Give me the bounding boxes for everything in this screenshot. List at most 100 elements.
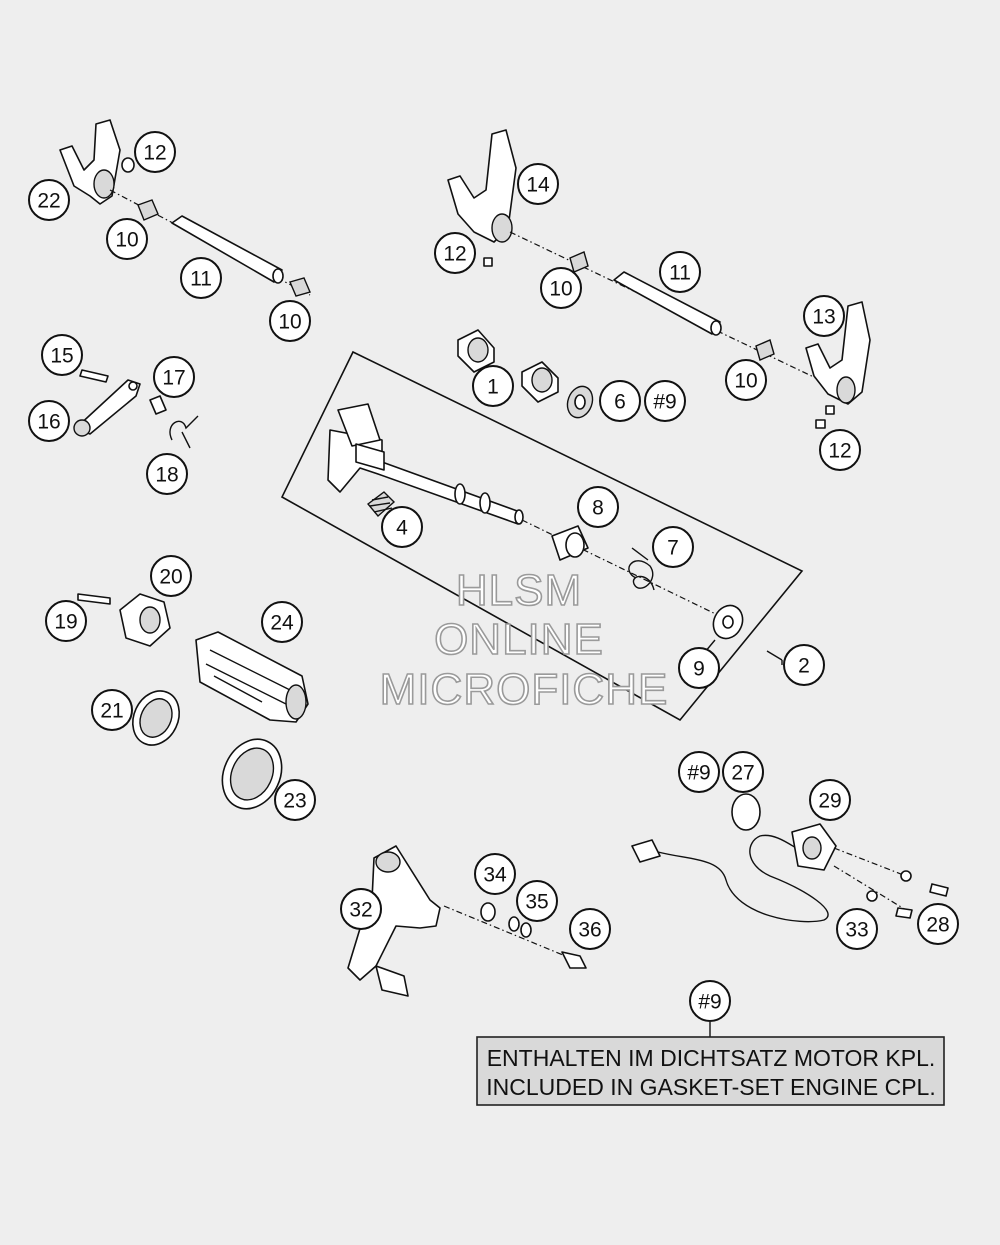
locking-lever-part (73, 379, 141, 437)
part-callout: 2 (783, 644, 825, 686)
callout-circle (474, 853, 516, 895)
spring-part (289, 277, 311, 297)
return-spring-part (628, 547, 655, 591)
part-callout: 35 (516, 880, 558, 922)
callout-circle (652, 526, 694, 568)
callout-number: 12 (143, 142, 166, 165)
callout-number: 35 (525, 891, 548, 914)
gasket-set-note: ENTHALTEN IM DICHTSATZ MOTOR KPL. INCLUD… (476, 1036, 945, 1106)
fork-rod-part (171, 215, 283, 283)
part-callout: 10 (106, 218, 148, 260)
callout-number: 28 (926, 914, 949, 937)
part-callout: 36 (569, 908, 611, 950)
part-callout: 32 (340, 888, 382, 930)
bushing-part (149, 395, 167, 415)
callout-circle (153, 356, 195, 398)
washer-part (508, 916, 520, 932)
callout-number: 19 (54, 611, 77, 634)
callout-number: 11 (669, 262, 691, 285)
callout-number: 32 (349, 899, 372, 922)
callout-circle (472, 365, 514, 407)
part-callout: 20 (150, 555, 192, 597)
callout-circle (516, 880, 558, 922)
part-callout: 18 (146, 453, 188, 495)
washer-part (520, 922, 532, 938)
callout-number: 6 (614, 391, 626, 414)
callout-circle (678, 751, 720, 793)
shift-fork-part (447, 129, 517, 243)
note-line-english: INCLUDED IN GASKET-SET ENGINE CPL. (486, 1074, 935, 1100)
part-callout: 27 (722, 751, 764, 793)
watermark-line: MICROFICHE (380, 665, 669, 714)
callout-circle (180, 257, 222, 299)
pin-part (825, 405, 835, 415)
part-callout: 28 (917, 903, 959, 945)
callout-circle (836, 908, 878, 950)
part-callout: #9 (644, 380, 686, 422)
callout-circle (28, 179, 70, 221)
callout-number: 36 (578, 919, 601, 942)
part-callout: 15 (41, 334, 83, 376)
callout-number: 15 (50, 345, 73, 368)
assembly-frame (280, 350, 804, 722)
part-callout: 34 (474, 853, 516, 895)
callout-circle (569, 908, 611, 950)
callout-number: 4 (396, 517, 408, 540)
washer-part (900, 870, 912, 882)
shift-drum-locating-part (119, 593, 171, 647)
note-line-german: ENTHALTEN IM DICHTSATZ MOTOR KPL. (487, 1045, 936, 1071)
callout-circle (41, 334, 83, 376)
callout-number: 13 (812, 306, 835, 329)
callout-circle (45, 600, 87, 642)
bolt-part (77, 593, 111, 605)
part-callout: 19 (45, 600, 87, 642)
callout-number: 18 (155, 464, 178, 487)
callout-circle (434, 232, 476, 274)
part-callout: 33 (836, 908, 878, 950)
callout-number: #9 (698, 991, 721, 1014)
callout-number: 12 (443, 243, 466, 266)
callout-number: 14 (526, 174, 550, 197)
shift-fork-part (59, 119, 121, 205)
callout-circle (819, 429, 861, 471)
washer-part (866, 890, 878, 902)
watermark: HLSM ONLINE MICROFICHE (379, 565, 669, 715)
callout-circle (146, 453, 188, 495)
fork-rod-part (613, 271, 721, 335)
part-callout: #9 (678, 751, 720, 793)
callout-number: 2 (798, 655, 810, 678)
callout-circle (274, 779, 316, 821)
part-callout: 11 (180, 257, 222, 299)
callout-circle (28, 400, 70, 442)
callout-circle (134, 131, 176, 173)
callout-number: 20 (159, 566, 182, 589)
needle-bearing-part (457, 329, 559, 403)
callout-number: 24 (270, 612, 294, 635)
part-callout: 22 (28, 179, 70, 221)
callout-number: 11 (190, 268, 212, 291)
bearing-part (132, 690, 180, 746)
shift-fork-part (805, 301, 871, 405)
part-callout: 14 (517, 163, 559, 205)
shift-drum-part (195, 631, 309, 723)
callout-circle (381, 506, 423, 548)
part-callout: 13 (803, 295, 845, 337)
part-callout: 10 (269, 300, 311, 342)
part-callout: #9 (689, 980, 731, 1022)
callout-number: 8 (592, 497, 604, 520)
washer-part (480, 902, 496, 922)
bolt-part (929, 883, 949, 897)
callout-circle (659, 251, 701, 293)
callout-number: 10 (115, 229, 138, 252)
callout-number: 9 (693, 658, 705, 681)
watermark-line: HLSM (456, 566, 582, 615)
callout-number: 16 (37, 411, 60, 434)
callout-circle (517, 163, 559, 205)
part-callout: 12 (819, 429, 861, 471)
watermark-line: ONLINE (434, 615, 604, 664)
callout-circle (91, 689, 133, 731)
callout-circle (722, 751, 764, 793)
part-callout: 23 (274, 779, 316, 821)
